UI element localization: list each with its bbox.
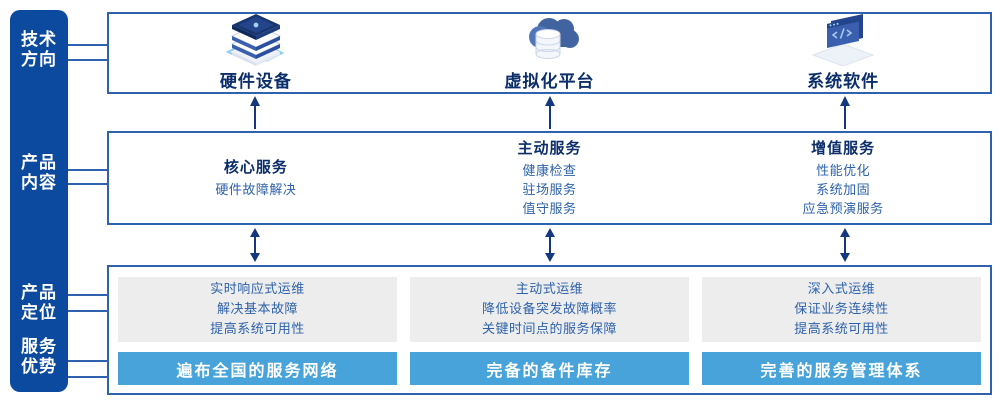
connector-line	[68, 310, 107, 312]
connector-line	[68, 169, 107, 171]
summary-line: 解决基本故障	[216, 301, 298, 317]
position-column-proactive: 主动式运维 降低设备突发故障概率 关键时间点的服务保障 完备的备件库存	[410, 277, 689, 385]
double-arrow-icon	[250, 228, 260, 262]
summary-panel: 实时响应式运维 解决基本故障 提高系统可用性	[118, 277, 397, 343]
connector-line	[68, 59, 107, 61]
product-content-box: 核心服务 硬件故障解决 主动服务 健康检查 驻场服务 值守服务 增值服务 性能优…	[107, 131, 992, 225]
double-arrow-icon	[545, 228, 555, 262]
service-item: 系统加固	[816, 183, 871, 198]
connector-line	[68, 183, 107, 185]
summary-line: 关键时间点的服务保障	[481, 321, 617, 337]
up-arrow-icon	[545, 96, 555, 129]
service-item: 健康检查	[522, 164, 577, 179]
summary-line: 保证业务连续性	[794, 301, 889, 317]
server-stack-icon	[214, 14, 298, 66]
sidebar-label-product-position: 产品定位	[21, 283, 57, 323]
tech-item-label: 虚拟化平台	[504, 72, 595, 92]
position-column-indepth: 深入式运维 保证业务连续性 提高系统可用性 完善的服务管理体系	[702, 277, 981, 385]
service-column-title: 核心服务	[223, 158, 288, 176]
summary-line: 提高系统可用性	[210, 321, 305, 337]
sidebar-label-service-advantage: 服务优势	[21, 337, 57, 377]
position-column-realtime: 实时响应式运维 解决基本故障 提高系统可用性 遍布全国的服务网络	[118, 277, 397, 385]
tech-item-label: 硬件设备	[219, 72, 292, 92]
tech-item-virtualization: 虚拟化平台	[403, 14, 697, 92]
summary-line: 提高系统可用性	[794, 321, 889, 337]
connector-line	[68, 44, 107, 46]
highlight-banner: 完备的备件库存	[410, 352, 689, 385]
summary-line: 实时响应式运维	[210, 281, 305, 297]
connector-line	[68, 376, 107, 378]
service-column-value-added: 增值服务 性能优化 系统加固 应急预演服务	[696, 133, 990, 223]
service-item: 硬件故障解决	[215, 183, 297, 198]
service-item: 驻场服务	[522, 183, 577, 198]
highlight-banner: 完善的服务管理体系	[702, 352, 981, 385]
summary-line: 深入式运维	[807, 281, 876, 297]
summary-panel: 深入式运维 保证业务连续性 提高系统可用性	[702, 277, 981, 343]
sidebar-label-product-content: 产品内容	[21, 153, 57, 193]
service-item: 值守服务	[522, 202, 577, 217]
up-arrow-icon	[250, 96, 260, 129]
connector-line	[68, 294, 107, 296]
service-column-proactive: 主动服务 健康检查 驻场服务 值守服务	[403, 133, 697, 223]
tech-item-software: 系统软件	[696, 14, 990, 92]
sidebar: 技术方向 产品内容 产品定位 服务优势	[10, 10, 68, 392]
service-column-title: 主动服务	[517, 139, 582, 157]
service-column-core: 核心服务 硬件故障解决	[109, 133, 403, 223]
summary-line: 降低设备突发故障概率	[481, 301, 617, 317]
software-window-icon	[801, 14, 885, 66]
sidebar-label-tech-direction: 技术方向	[21, 30, 57, 70]
summary-panel: 主动式运维 降低设备突发故障概率 关键时间点的服务保障	[410, 277, 689, 343]
cloud-database-icon	[508, 14, 592, 66]
product-position-box: 实时响应式运维 解决基本故障 提高系统可用性 遍布全国的服务网络 主动式运维 降…	[107, 265, 992, 395]
up-arrow-icon	[840, 96, 850, 129]
double-arrow-icon	[840, 228, 850, 262]
service-item: 应急预演服务	[802, 202, 884, 217]
service-item: 性能优化	[816, 164, 871, 179]
tech-item-hardware: 硬件设备	[109, 14, 403, 92]
tech-direction-box: 硬件设备 虚拟化平台	[107, 12, 992, 94]
connector-line	[68, 360, 107, 362]
summary-line: 主动式运维	[515, 281, 584, 297]
tech-item-label: 系统软件	[807, 72, 880, 92]
highlight-banner: 遍布全国的服务网络	[118, 352, 397, 385]
service-column-title: 增值服务	[811, 139, 876, 157]
